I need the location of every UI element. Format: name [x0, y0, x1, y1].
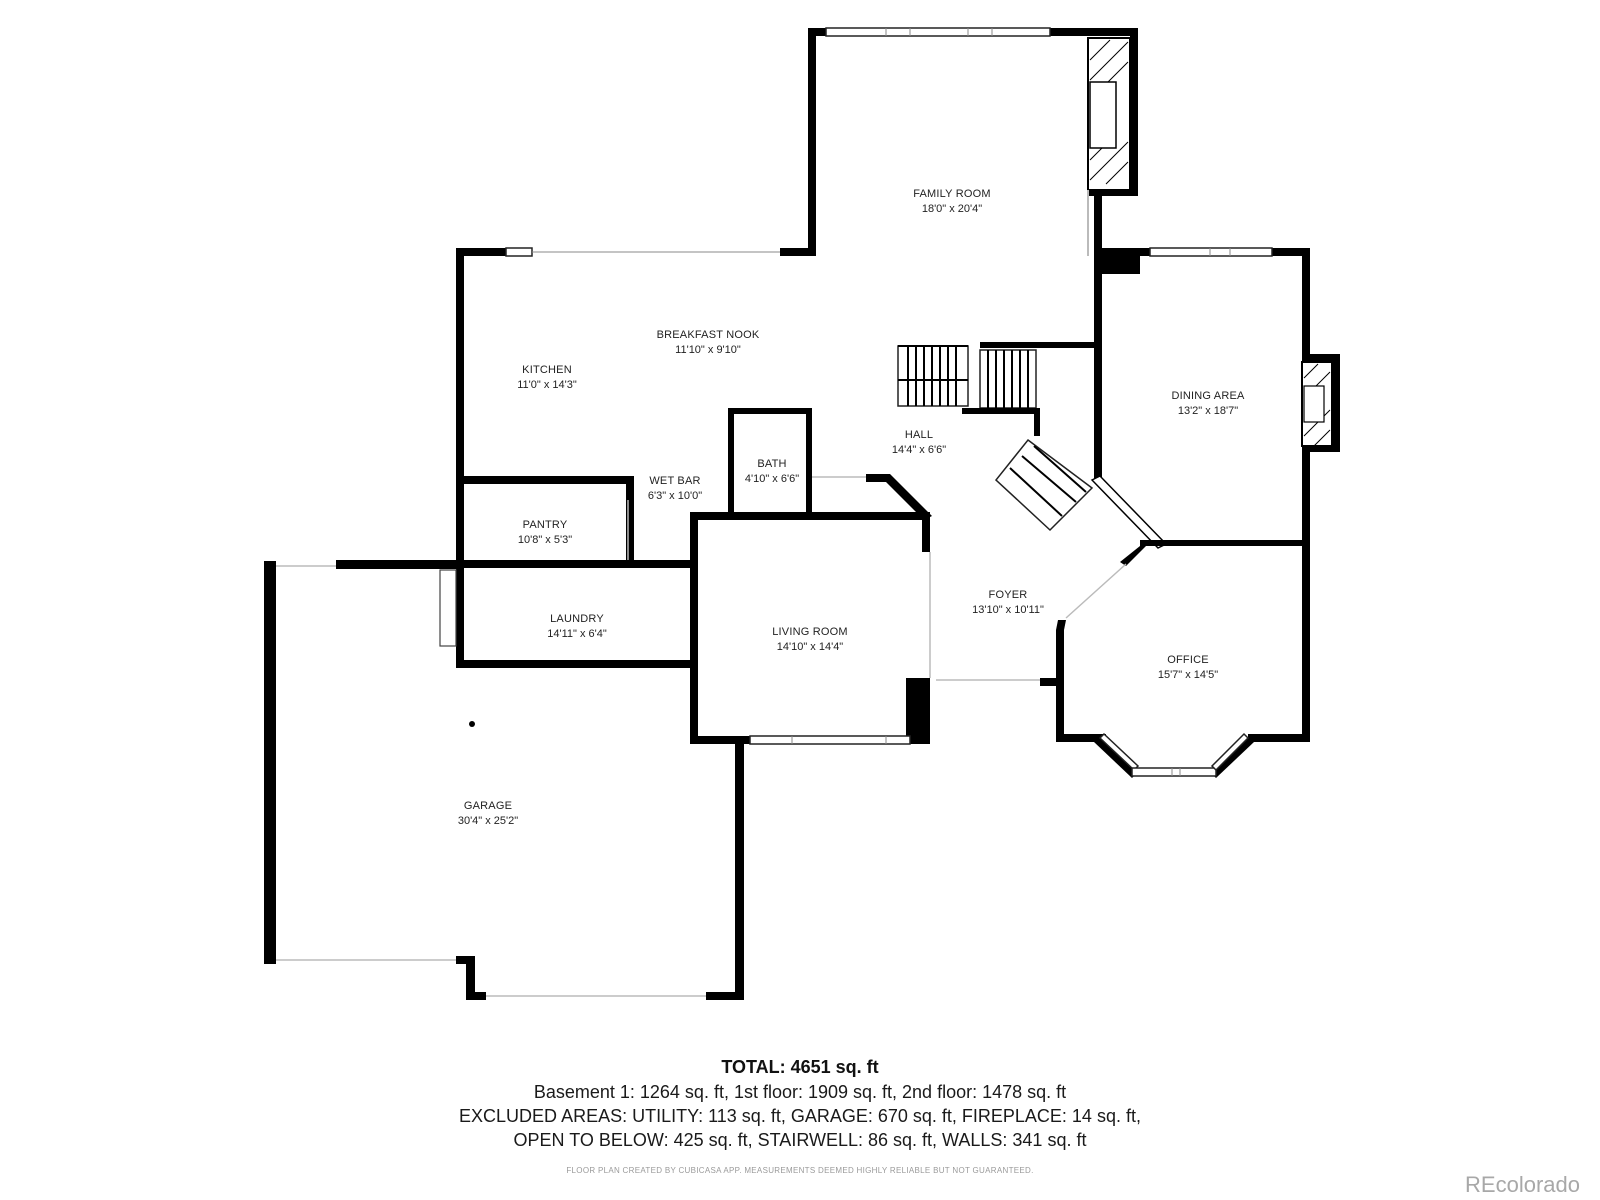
- svg-text:OFFICE: OFFICE: [1167, 654, 1209, 666]
- dining-area-walls: [1098, 248, 1340, 742]
- total-area: TOTAL: 4651 sq. ft: [721, 1057, 879, 1077]
- stairs-upper: [897, 345, 1037, 409]
- svg-text:KITCHEN: KITCHEN: [522, 364, 572, 376]
- kitchen-walls: [456, 248, 816, 568]
- room-label-kitchen: KITCHEN 11'0" x 14'3": [517, 364, 577, 391]
- svg-text:11'10" x 9'10": 11'10" x 9'10": [675, 344, 741, 356]
- stairs-angled: [994, 438, 1094, 532]
- room-label-garage: GARAGE 30'4" x 25'2": [458, 800, 518, 827]
- svg-text:DINING AREA: DINING AREA: [1171, 390, 1245, 402]
- family-room-fireplace: [1087, 37, 1131, 256]
- svg-text:LAUNDRY: LAUNDRY: [550, 613, 604, 625]
- room-label-office: OFFICE 15'7" x 14'5": [1158, 654, 1218, 681]
- room-label-breakfast-nook: BREAKFAST NOOK 11'10" x 9'10": [657, 329, 760, 356]
- dining-fireplace: [1301, 361, 1333, 447]
- svg-text:13'10" x 10'11": 13'10" x 10'11": [972, 604, 1044, 616]
- office-bay-window: [1065, 563, 1250, 777]
- svg-text:4'10" x 6'6": 4'10" x 6'6": [745, 473, 799, 485]
- excluded-areas: EXCLUDED AREAS: UTILITY: 113 sq. ft, GAR…: [459, 1106, 1141, 1126]
- kitchen-window: [505, 247, 780, 257]
- pantry-walls: [456, 500, 692, 668]
- living-room-walls: [690, 474, 1064, 744]
- floor-breakdown: Basement 1: 1264 sq. ft, 1st floor: 1909…: [533, 1082, 1067, 1102]
- family-room-walls: [808, 28, 1140, 338]
- room-label-wet-bar: WET BAR 6'3" x 10'0": [648, 475, 702, 502]
- svg-text:FAMILY ROOM: FAMILY ROOM: [913, 188, 991, 200]
- excluded-areas-continued: OPEN TO BELOW: 425 sq. ft, STAIRWELL: 86…: [513, 1130, 1087, 1150]
- svg-text:BATH: BATH: [757, 458, 786, 470]
- garage-walls: [264, 560, 744, 1000]
- hall-walls: [962, 338, 1102, 480]
- laundry-door: [439, 569, 457, 647]
- foyer-angled-wall: [1090, 475, 1168, 549]
- room-label-hall: HALL 14'4" x 6'6": [892, 429, 946, 456]
- garage-doors: [276, 565, 706, 997]
- room-label-bath: BATH 4'10" x 6'6": [745, 458, 799, 485]
- room-label-family-room: FAMILY ROOM 18'0" x 20'4": [913, 188, 991, 215]
- svg-text:GARAGE: GARAGE: [464, 800, 512, 812]
- svg-text:WET BAR: WET BAR: [649, 475, 700, 487]
- svg-text:18'0" x 20'4": 18'0" x 20'4": [922, 203, 982, 215]
- svg-text:PANTRY: PANTRY: [523, 519, 568, 531]
- svg-text:13'2" x 18'7": 13'2" x 18'7": [1178, 405, 1238, 417]
- family-room-window: [825, 27, 1051, 37]
- room-label-dining-area: DINING AREA 13'2" x 18'7": [1171, 390, 1245, 417]
- room-label-foyer: FOYER 13'10" x 10'11": [972, 589, 1044, 616]
- brand-watermark: REcolorado: [1465, 1172, 1580, 1197]
- svg-text:30'4" x 25'2": 30'4" x 25'2": [458, 815, 518, 827]
- living-room-window: [749, 476, 1040, 745]
- room-label-pantry: PANTRY 10'8" x 5'3": [518, 519, 572, 546]
- svg-text:10'8" x 5'3": 10'8" x 5'3": [518, 534, 572, 546]
- svg-text:11'0" x 14'3": 11'0" x 14'3": [517, 379, 577, 391]
- disclaimer: FLOOR PLAN CREATED BY CUBICASA APP. MEAS…: [566, 1166, 1034, 1175]
- svg-text:6'3" x 10'0": 6'3" x 10'0": [648, 490, 702, 502]
- svg-text:HALL: HALL: [905, 429, 933, 441]
- room-label-living-room: LIVING ROOM 14'10" x 14'4": [772, 626, 848, 653]
- room-label-laundry: LAUNDRY 14'11" x 6'4": [547, 613, 607, 640]
- svg-text:14'11" x 6'4": 14'11" x 6'4": [547, 628, 607, 640]
- dining-area-window: [1149, 247, 1273, 257]
- svg-text:FOYER: FOYER: [989, 589, 1028, 601]
- svg-text:BREAKFAST NOOK: BREAKFAST NOOK: [657, 329, 760, 341]
- svg-text:15'7" x 14'5": 15'7" x 14'5": [1158, 669, 1218, 681]
- svg-text:14'10" x 14'4": 14'10" x 14'4": [777, 641, 844, 653]
- svg-text:14'4" x 6'6": 14'4" x 6'6": [892, 444, 946, 456]
- svg-text:LIVING ROOM: LIVING ROOM: [772, 626, 848, 638]
